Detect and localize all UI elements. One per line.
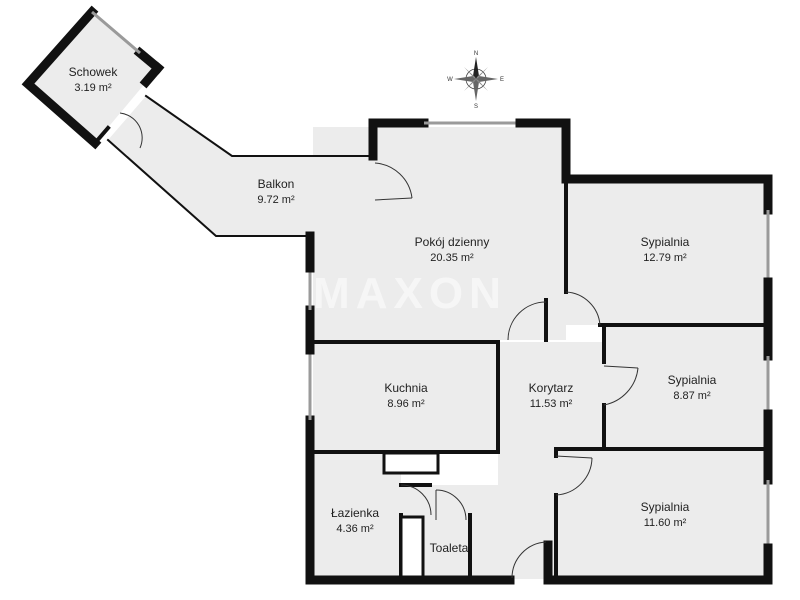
label-schowek-area: 3.19 m² [74,82,112,94]
floor-balkon [108,96,373,236]
label-balkon-name: Balkon [258,177,295,191]
floors [28,12,768,579]
label-sypialnia-1-area: 12.79 m² [643,252,687,264]
label-sypialnia-1-name: Sypialnia [641,235,690,249]
label-sypialnia-2-name: Sypialnia [668,373,717,387]
compass-n: N [474,51,478,57]
floor-pokoj [313,127,566,340]
walls-outer [305,118,773,585]
label-pokoj-name: Pokój dzienny [415,235,490,249]
floor-sypialnia-1 [566,179,768,325]
label-lazienka-name: Łazienka [331,506,379,520]
label-pokoj-area: 20.35 m² [430,252,474,264]
duct-kuchnia [382,451,440,475]
compass-s: S [474,104,478,110]
compass-w: W [447,77,453,83]
walls-balkon [106,94,413,237]
compass-e: E [500,77,504,83]
doors [400,291,639,579]
label-sypialnia-3-name: Sypialnia [641,500,690,514]
label-lazienka-area: 4.36 m² [336,523,374,535]
label-kuchnia-area: 8.96 m² [387,398,425,410]
watermark: MAXON [313,269,507,318]
ducts [382,451,440,579]
floor-sypialnia-2 [604,325,768,449]
label-korytarz-area: 11.53 m² [530,398,573,410]
duct-toaleta [399,515,425,579]
label-kuchnia-name: Kuchnia [384,381,428,395]
label-sypialnia-3-area: 11.60 m² [644,517,687,529]
floor-kuchnia [313,342,498,450]
label-korytarz-name: Korytarz [529,381,574,395]
walls-schowek [21,5,165,150]
label-schowek-name: Schowek [69,65,119,79]
label-toaleta-name: Toaleta [430,541,469,555]
compass-icon: N S E W [447,51,504,110]
label-balkon-area: 9.72 m² [257,194,295,206]
floor-korytarz [498,342,604,579]
room-labels: Schowek 3.19 m² Balkon 9.72 m² Pokój dzi… [69,65,717,555]
label-sypialnia-2-area: 8.87 m² [673,390,711,402]
